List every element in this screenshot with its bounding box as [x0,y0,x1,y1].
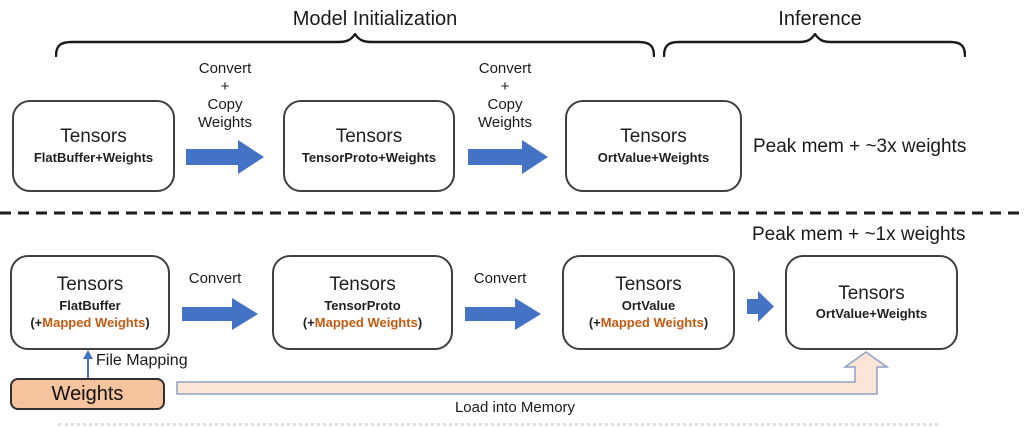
box-tensors-flatbuffer-weights: Tensors FlatBuffer+Weights [12,100,175,192]
box-tensors-ortvalue-weights-top: Tensors OrtValue+Weights [565,100,742,192]
model-initialization-brace [55,33,655,57]
right-arrow-icon [186,140,264,174]
right-arrow-icon [465,298,541,330]
convert-copy-weights-label-2: Convert + Copy Weights [478,60,532,131]
box-subtitle: TensorProto+Weights [301,149,437,165]
box-line2: OrtValue+Weights [815,306,928,322]
right-arrow-icon [182,298,258,330]
mapped-weights-text: Mapped Weights [600,314,704,330]
load-into-memory-label: Load into Memory [454,399,576,416]
box-title: Tensors [60,126,127,148]
box-title: Tensors [56,274,124,296]
inference-brace [663,33,966,57]
peak-mem-3x-label: Peak mem + ~3x weights [753,136,967,157]
box-line3: (+Mapped Weights) [302,314,423,330]
model-initialization-title: Model Initialization [292,8,458,30]
box-tensors-ortvalue-mapped: Tensors OrtValue (+Mapped Weights) [562,255,735,350]
box-line3: (+Mapped Weights) [30,314,150,330]
box-title: Tensors [329,274,396,296]
box-title: Tensors [335,126,403,148]
right-arrow-stub-icon [747,291,774,322]
dashed-divider [0,211,1024,215]
load-into-memory-arrow [176,351,890,395]
box-line2: TensorProto [324,297,401,313]
box-title: Tensors [620,126,687,148]
convert-label-1: Convert [188,270,242,287]
box-line2: OrtValue [621,297,676,313]
box-tensors-ortvalue-weights-bottom: Tensors OrtValue+Weights [785,255,958,350]
convert-copy-weights-label-1: Convert + Copy Weights [198,60,252,131]
peak-mem-1x-label: Peak mem + ~1x weights [752,224,966,245]
box-title: Tensors [615,274,682,296]
right-arrow-icon [468,140,548,174]
box-line3: (+Mapped Weights) [588,314,709,330]
mapped-weights-text: Mapped Weights [314,314,418,330]
cropped-caption-artifact [58,423,938,426]
box-tensors-tensorproto-weights: Tensors TensorProto+Weights [283,100,455,192]
box-tensors-flatbuffer-mapped: Tensors FlatBuffer (+Mapped Weights) [10,255,170,350]
box-title: Tensors [838,282,905,304]
file-mapping-up-arrow-icon [83,350,93,378]
weights-box: Weights [10,378,165,410]
inference-title: Inference [778,8,862,30]
file-mapping-label: File Mapping [96,352,188,369]
mapped-weights-text: Mapped Weights [42,314,146,330]
box-tensors-tensorproto-mapped: Tensors TensorProto (+Mapped Weights) [272,255,453,350]
convert-label-2: Convert [473,270,527,287]
box-subtitle: FlatBuffer+Weights [33,149,154,165]
box-line2: FlatBuffer [59,297,121,313]
box-subtitle: OrtValue+Weights [597,149,710,165]
